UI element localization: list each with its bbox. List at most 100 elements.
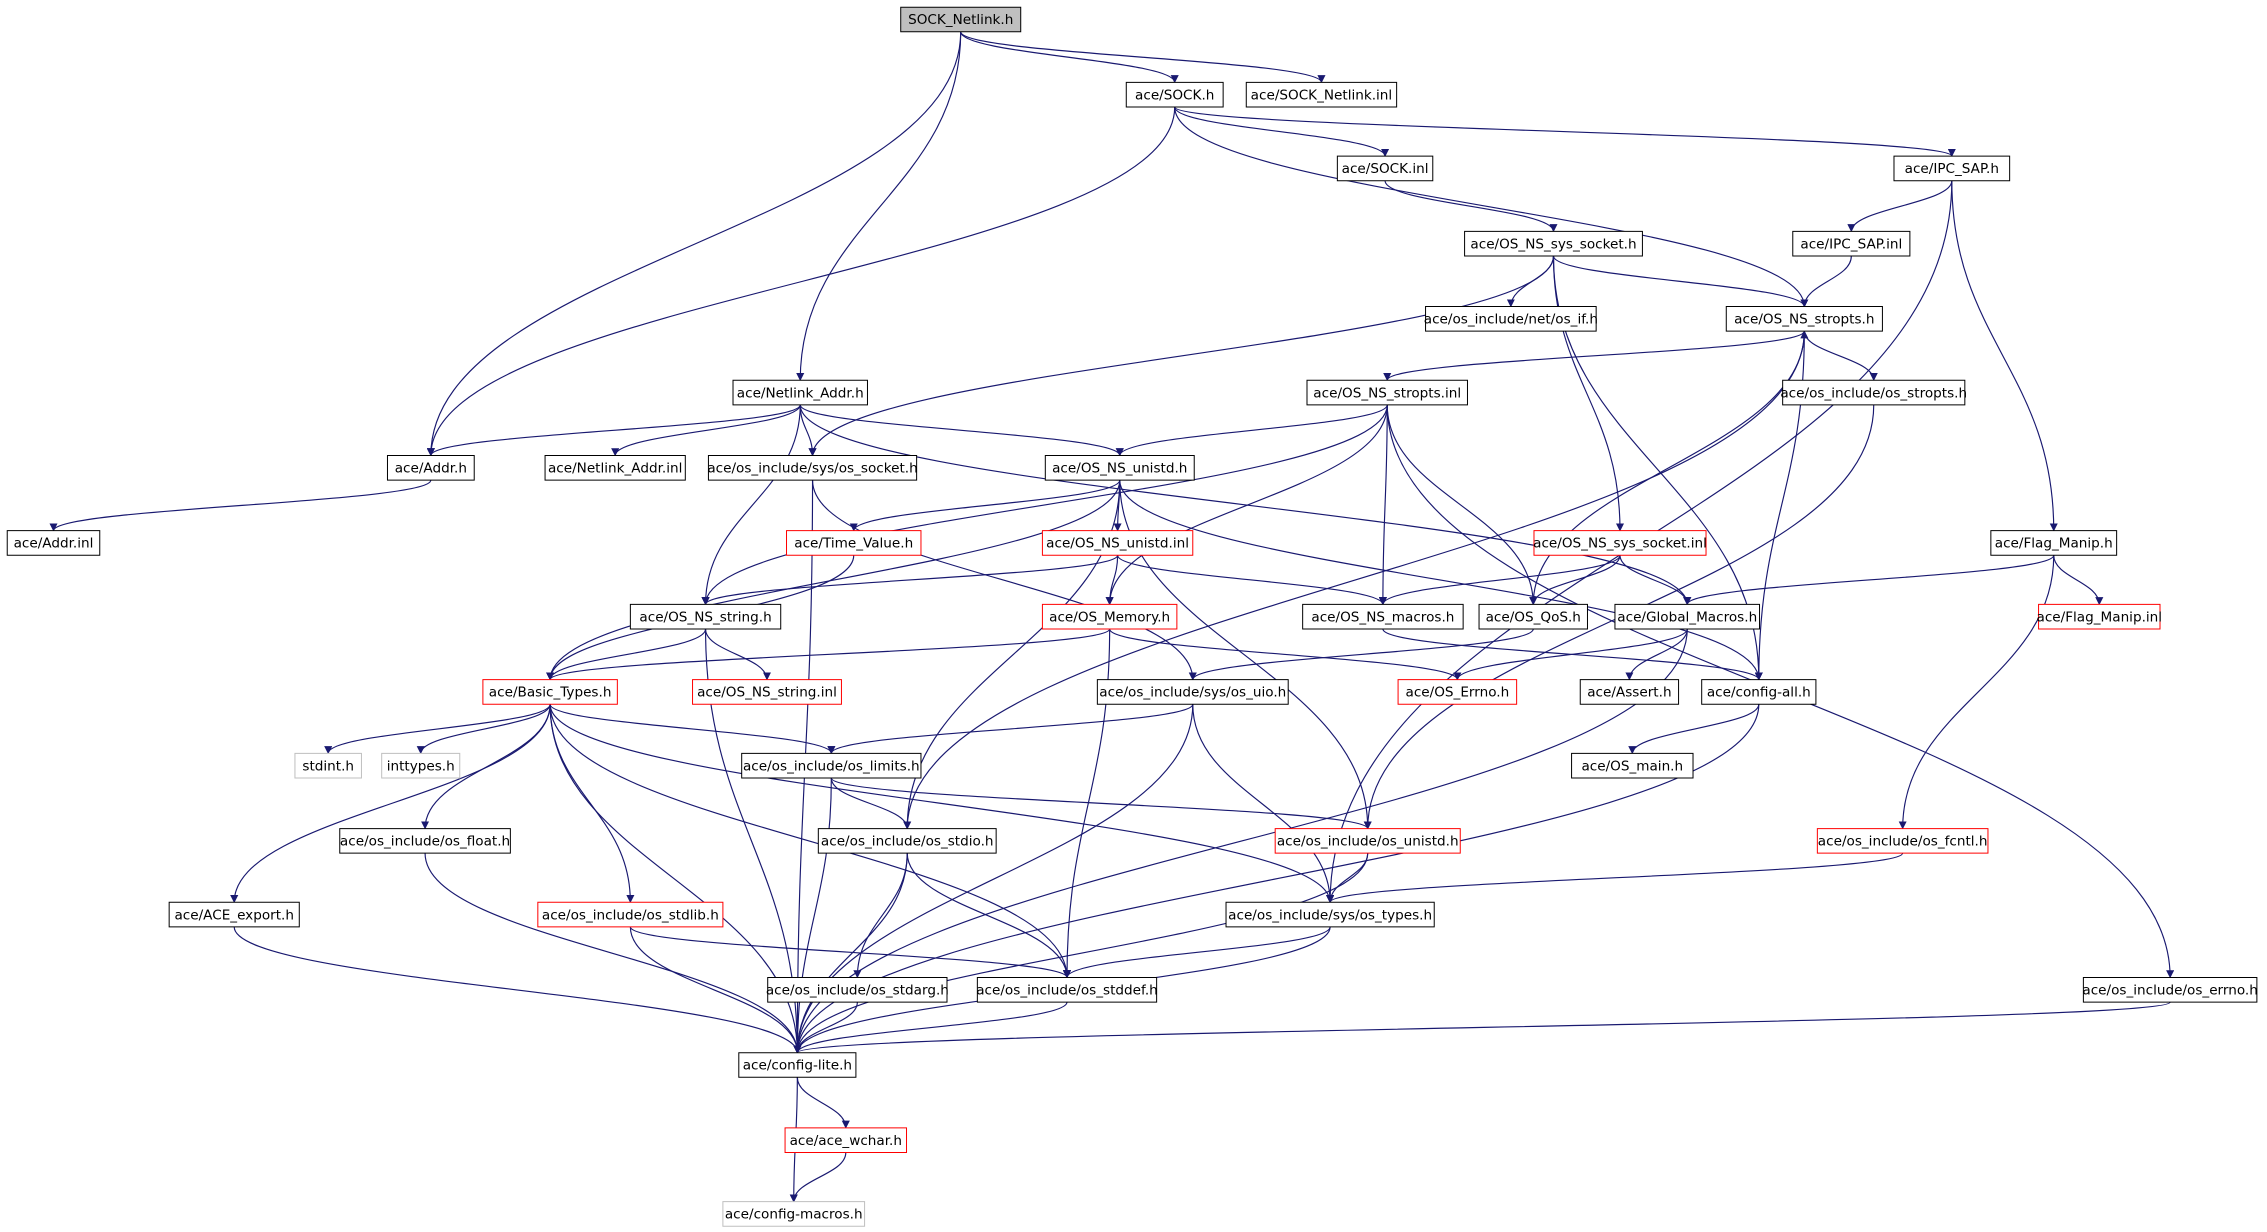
node-config-lite-h[interactable]: ace/config-lite.h	[739, 1053, 856, 1078]
node-os-socket-h[interactable]: ace/os_include/sys/os_socket.h	[707, 455, 918, 480]
node-box	[1246, 82, 1396, 107]
node-os-errno-h[interactable]: ace/os_include/os_errno.h	[2082, 978, 2258, 1003]
node-os-qos-h[interactable]: ace/OS_QoS.h	[1479, 604, 1587, 629]
node-sock-h[interactable]: ace/SOCK.h	[1126, 82, 1223, 107]
node-os-memory-h[interactable]: ace/OS_Memory.h	[1042, 604, 1176, 629]
node-inttypes-h[interactable]: inttypes.h	[382, 753, 460, 778]
node-basic-types-h[interactable]: ace/Basic_Types.h	[483, 680, 617, 705]
node-label: ace/Flag_Manip.h	[1995, 536, 2113, 552]
node-box	[1307, 380, 1467, 405]
edge-ace-wchar-h-to-config-macros-h	[789, 1152, 847, 1203]
edge-flag-manip-h-to-flag-manip-inl	[2053, 555, 2104, 606]
node-box	[545, 455, 685, 480]
node-label: ace/OS_NS_unistd.h	[1052, 461, 1187, 477]
node-stdint-h[interactable]: stdint.h	[295, 753, 362, 778]
node-os-ns-string-inl[interactable]: ace/OS_NS_string.inl	[693, 680, 842, 705]
node-os-ns-macros-h[interactable]: ace/OS_NS_macros.h	[1303, 604, 1463, 629]
edge-os-ns-stropts-h-to-os-ns-stropts-inl	[1383, 330, 1805, 382]
node-box	[1426, 307, 1597, 332]
edge-netlink-addr-h-to-addr-h	[426, 404, 801, 457]
node-label: ace/IPC_SAP.inl	[1800, 236, 1902, 252]
node-box	[708, 455, 916, 480]
node-label: ace/Addr.inl	[14, 536, 94, 552]
edge-os-ns-string-h-to-basic-types-h	[546, 628, 707, 681]
node-box	[1702, 680, 1816, 705]
node-label: ace/Flag_Manip.inl	[2037, 609, 2163, 625]
node-box	[1465, 231, 1643, 256]
node-os-main-h[interactable]: ace/OS_main.h	[1572, 753, 1693, 778]
node-label: ace/os_include/os_errno.h	[2082, 983, 2257, 999]
node-sock-inl[interactable]: ace/SOCK.inl	[1337, 156, 1432, 181]
node-os-errno-ace-h[interactable]: ace/OS_Errno.h	[1398, 680, 1517, 705]
node-addr-inl[interactable]: ace/Addr.inl	[7, 531, 100, 556]
node-os-stdlib-h[interactable]: ace/os_include/os_stdlib.h	[538, 902, 723, 927]
node-os-ns-sys-socket-inl[interactable]: ace/OS_NS_sys_socket.inl	[1533, 531, 1707, 556]
node-label: ace/OS_NS_macros.h	[1311, 609, 1454, 625]
node-box	[1045, 455, 1194, 480]
edge-os-stdio-h-to-os-stddef-h	[906, 853, 1072, 979]
node-global-macros-h[interactable]: ace/Global_Macros.h	[1615, 604, 1760, 629]
edge-sock-inl-to-os-ns-sys-socket-h	[1384, 180, 1558, 233]
node-box	[1398, 680, 1517, 705]
node-netlink-addr-h[interactable]: ace/Netlink_Addr.h	[733, 380, 867, 405]
node-os-stropts-h[interactable]: ace/os_include/os_stropts.h	[1780, 380, 1967, 405]
node-label: inttypes.h	[387, 758, 455, 774]
node-flag-manip-inl[interactable]: ace/Flag_Manip.inl	[2037, 604, 2163, 629]
edge-os-memory-h-to-os-errno-ace-h	[1109, 628, 1462, 681]
node-label: ace/os_include/sys/os_socket.h	[707, 461, 917, 477]
node-sock-netlink-h[interactable]: SOCK_Netlink.h	[901, 7, 1021, 32]
node-os-float-h[interactable]: ace/os_include/os_float.h	[340, 829, 511, 854]
node-addr-h[interactable]: ace/Addr.h	[387, 455, 474, 480]
node-os-stdarg-h[interactable]: ace/os_include/os_stdarg.h	[766, 978, 949, 1003]
node-flag-manip-h[interactable]: ace/Flag_Manip.h	[1991, 531, 2117, 556]
node-os-limits-h[interactable]: ace/os_include/os_limits.h	[742, 753, 921, 778]
edge-os-uio-h-to-os-limits-h	[827, 703, 1194, 755]
edge-ipc-sap-inl-to-os-ns-stropts-h	[1800, 255, 1852, 308]
node-os-ns-string-h[interactable]: ace/OS_NS_string.h	[630, 604, 780, 629]
node-os-unistd-h[interactable]: ace/os_include/os_unistd.h	[1275, 829, 1460, 854]
node-os-fcntl-h[interactable]: ace/os_include/os_fcntl.h	[1817, 829, 1988, 854]
node-ipc-sap-h[interactable]: ace/IPC_SAP.h	[1894, 156, 2010, 181]
node-sock-netlink-inl[interactable]: ace/SOCK_Netlink.inl	[1246, 82, 1396, 107]
node-config-macros-h[interactable]: ace/config-macros.h	[723, 1202, 865, 1227]
node-label: ace/Netlink_Addr.inl	[548, 461, 682, 477]
node-box	[1042, 531, 1192, 556]
node-box	[1479, 604, 1587, 629]
node-assert-h[interactable]: ace/Assert.h	[1580, 680, 1678, 705]
node-os-ns-unistd-inl[interactable]: ace/OS_NS_unistd.inl	[1042, 531, 1192, 556]
node-os-ns-stropts-inl[interactable]: ace/OS_NS_stropts.inl	[1307, 380, 1467, 405]
node-ipc-sap-inl[interactable]: ace/IPC_SAP.inl	[1793, 231, 1910, 256]
edge-os-fcntl-h-to-os-types-h	[1326, 852, 1904, 904]
edge-sock-netlink-h-to-sock-h	[960, 31, 1179, 84]
edge-sock-netlink-h-to-addr-h	[426, 31, 962, 457]
edge-netlink-addr-h-to-global-macros-h	[799, 404, 1692, 606]
node-label: ace/OS_Errno.h	[1406, 685, 1510, 701]
node-label: ace/os_include/os_fcntl.h	[1818, 834, 1988, 850]
node-box	[818, 829, 996, 854]
node-box	[1097, 680, 1288, 705]
node-ace-export-h[interactable]: ace/ACE_export.h	[169, 902, 299, 927]
node-os-types-h[interactable]: ace/os_include/sys/os_types.h	[1226, 902, 1434, 927]
node-box	[768, 978, 947, 1003]
node-time-value-h[interactable]: ace/Time_Value.h	[787, 531, 921, 556]
node-box	[901, 7, 1021, 32]
node-ace-wchar-h[interactable]: ace/ace_wchar.h	[785, 1128, 906, 1153]
node-os-ns-unistd-h[interactable]: ace/OS_NS_unistd.h	[1045, 455, 1194, 480]
node-os-stdio-h[interactable]: ace/os_include/os_stdio.h	[818, 829, 996, 854]
node-os-stddef-h[interactable]: ace/os_include/os_stddef.h	[976, 978, 1158, 1003]
node-label: ace/Assert.h	[1587, 685, 1671, 701]
edge-os-stddef-h-to-config-lite-h	[793, 1001, 1068, 1054]
node-os-uio-h[interactable]: ace/os_include/sys/os_uio.h	[1097, 680, 1288, 705]
node-box	[1226, 902, 1434, 927]
edge-os-qos-h-to-os-uio-h	[1188, 628, 1534, 681]
node-box	[630, 604, 780, 629]
edge-sock-h-to-sock-inl	[1174, 106, 1390, 157]
node-label: ace/OS_NS_sys_socket.inl	[1533, 536, 1707, 552]
node-box	[538, 902, 723, 927]
node-netlink-addr-inl[interactable]: ace/Netlink_Addr.inl	[545, 455, 685, 480]
node-config-all-h[interactable]: ace/config-all.h	[1702, 680, 1816, 705]
edge-os-ns-stropts-inl-to-os-ns-macros-h	[1378, 404, 1388, 606]
node-os-ns-sys-socket-h[interactable]: ace/OS_NS_sys_socket.h	[1465, 231, 1643, 256]
node-os-if-h[interactable]: ace/os_include/net/os_if.h	[1424, 307, 1598, 332]
node-os-ns-stropts-h[interactable]: ace/OS_NS_stropts.h	[1726, 307, 1882, 332]
